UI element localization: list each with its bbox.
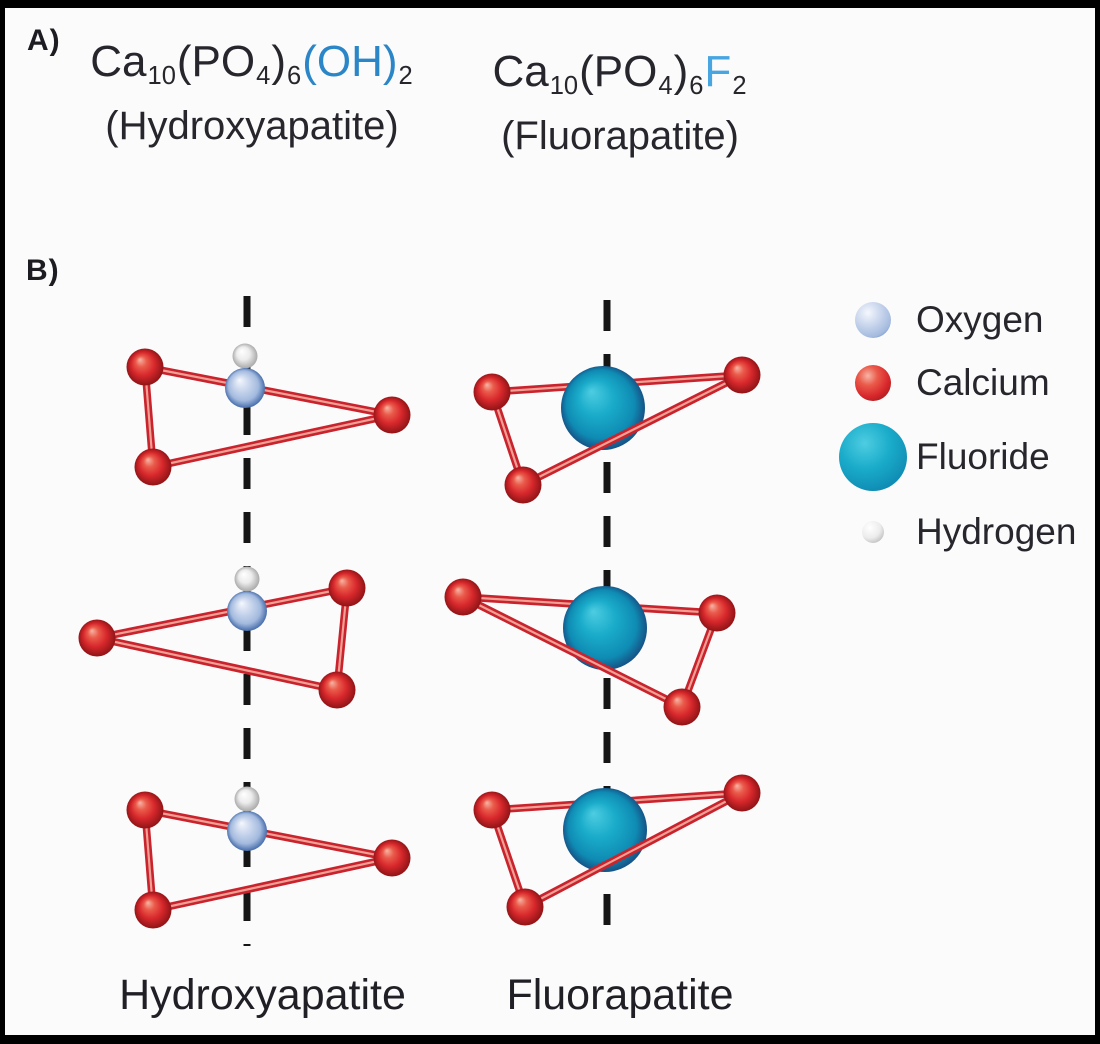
calcium-atom: [698, 594, 736, 632]
legend-label-calcium: Calcium: [916, 362, 1050, 403]
formula-subscript: 2: [398, 61, 413, 90]
calcium-atom: [373, 839, 411, 877]
formula-segment: ): [673, 47, 689, 96]
calcium-atom: [506, 888, 544, 926]
calcium-atom: [473, 373, 511, 411]
hydrogen-atom: [234, 786, 260, 812]
bond-highlight: [151, 413, 394, 469]
calcium-atom: [723, 774, 761, 812]
calcium-atom: [134, 448, 172, 486]
calcium-atom: [663, 688, 701, 726]
formula-subscript: 10: [549, 71, 579, 100]
fluorapatite-formula-name: (Fluorapatite): [501, 114, 739, 158]
panel-a-label: A): [27, 24, 61, 57]
column-label-fluorapatite: Fluorapatite: [506, 971, 734, 1019]
calcium-atom: [444, 578, 482, 616]
formula-segment: Ca: [90, 37, 147, 86]
bond-highlight: [143, 365, 394, 417]
bond-highlight: [151, 856, 394, 912]
calcium-atom: [126, 791, 164, 829]
calcium-atom: [723, 356, 761, 394]
bond-highlight: [95, 586, 349, 640]
calcium-atom: [473, 791, 511, 829]
formula-segment: F: [704, 47, 732, 96]
formula-subscript: 4: [658, 71, 673, 100]
oxygen-atom: [227, 811, 267, 851]
fluoride-atom: [563, 586, 647, 670]
oxygen-atom: [227, 591, 267, 631]
calcium-atom: [373, 396, 411, 434]
bond-highlight: [521, 373, 744, 487]
bond-highlight: [461, 595, 684, 709]
panel-b-label: B): [26, 254, 60, 287]
formula-subscript: 6: [287, 61, 302, 90]
calcium-atom: [328, 569, 366, 607]
fluoride-sphere-icon: [839, 423, 907, 491]
calcium-atom: [504, 466, 542, 504]
formula-subscript: 4: [256, 61, 271, 90]
legend-label-oxygen: Oxygen: [916, 299, 1044, 340]
formula-subscript: 10: [147, 61, 176, 90]
legend-label-fluoride: Fluoride: [916, 436, 1050, 477]
hydrogen-atom: [234, 566, 260, 592]
hydroxyapatite-formula: Ca10(PO4)6(OH)2: [72, 34, 432, 96]
formula-subscript: 6: [689, 71, 704, 100]
bond-highlight: [523, 791, 744, 909]
calcium-atom: [78, 619, 116, 657]
hydroxyapatite-formula-name: (Hydroxyapatite): [105, 104, 399, 148]
calcium-sphere-icon: [855, 365, 891, 401]
calcium-atom: [134, 891, 172, 929]
bond-highlight: [143, 808, 394, 860]
compound-fluorapatite: Ca10(PO4)6F2 (Fluorapatite): [452, 44, 788, 160]
calcium-atom: [318, 671, 356, 709]
formula-segment: ): [271, 37, 286, 86]
calcium-atom: [126, 348, 164, 386]
bond-highlight: [95, 636, 339, 692]
formula-segment: (PO: [579, 47, 658, 96]
fluorapatite-formula: Ca10(PO4)6F2: [452, 44, 788, 106]
hydrogen-sphere-icon: [862, 521, 884, 543]
oxygen-atom: [225, 368, 265, 408]
formula-subscript: 2: [732, 71, 747, 100]
formula-segment: Ca: [492, 47, 549, 96]
legend-label-hydrogen: Hydrogen: [916, 511, 1077, 552]
column-label-hydroxyapatite: Hydroxyapatite: [119, 971, 406, 1019]
hydrogen-atom: [232, 343, 258, 369]
compound-hydroxyapatite: Ca10(PO4)6(OH)2 (Hydroxyapatite): [72, 34, 432, 150]
fluoride-atom: [563, 788, 647, 872]
formula-segment: (OH): [302, 37, 398, 86]
formula-segment: (PO: [176, 37, 256, 86]
oxygen-sphere-icon: [855, 302, 891, 338]
fluoride-atom: [561, 366, 645, 450]
